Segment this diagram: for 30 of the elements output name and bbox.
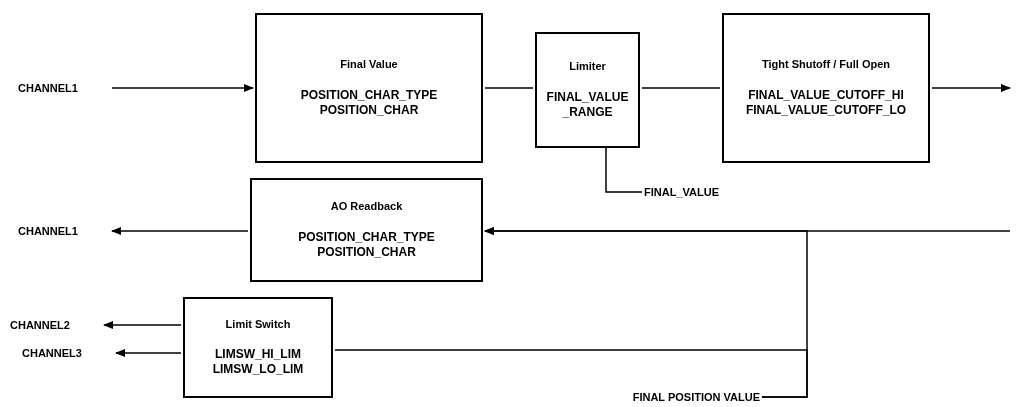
- signal-label: FINAL_VALUE: [644, 184, 764, 200]
- block-title: Tight Shutoff / Full Open: [761, 58, 891, 72]
- parameter-list: POSITION_CHAR_TYPE POSITION_CHAR: [256, 229, 477, 260]
- block-box: [183, 297, 333, 398]
- arrow: [111, 227, 249, 235]
- connector-line: [484, 87, 534, 89]
- signal-label: FINAL POSITION VALUE: [560, 389, 760, 405]
- arrow: [931, 84, 1011, 92]
- parameter-list: FINAL_VALUE _RANGE: [541, 89, 634, 120]
- parameter-list: POSITION_CHAR_TYPE POSITION_CHAR: [261, 87, 477, 118]
- signal-label: CHANNEL2: [10, 317, 102, 333]
- block-box: [535, 32, 640, 148]
- signal-label: CHANNEL3: [22, 345, 114, 361]
- arrow: [115, 349, 182, 357]
- connector-line: [641, 87, 721, 89]
- connector-line: [334, 349, 808, 398]
- block-title: Limit Switch: [225, 317, 291, 332]
- connector-line: [605, 147, 643, 193]
- block-title: Limiter: [569, 60, 606, 74]
- block-box: [250, 178, 483, 282]
- parameter-list: LIMSW_HI_LIM LIMSW_LO_LIM: [189, 347, 327, 378]
- block-title: Final Value: [340, 58, 398, 72]
- signal-label: CHANNEL1: [18, 80, 110, 96]
- arrow: [111, 84, 254, 92]
- parameter-list: FINAL_VALUE_CUTOFF_HI FINAL_VALUE_CUTOFF_LO: [728, 87, 924, 118]
- block-box: [722, 13, 930, 163]
- signal-label: CHANNEL1: [18, 223, 110, 239]
- block-box: [255, 13, 483, 163]
- block-title: AO Readback: [330, 200, 403, 214]
- arrow: [103, 321, 182, 329]
